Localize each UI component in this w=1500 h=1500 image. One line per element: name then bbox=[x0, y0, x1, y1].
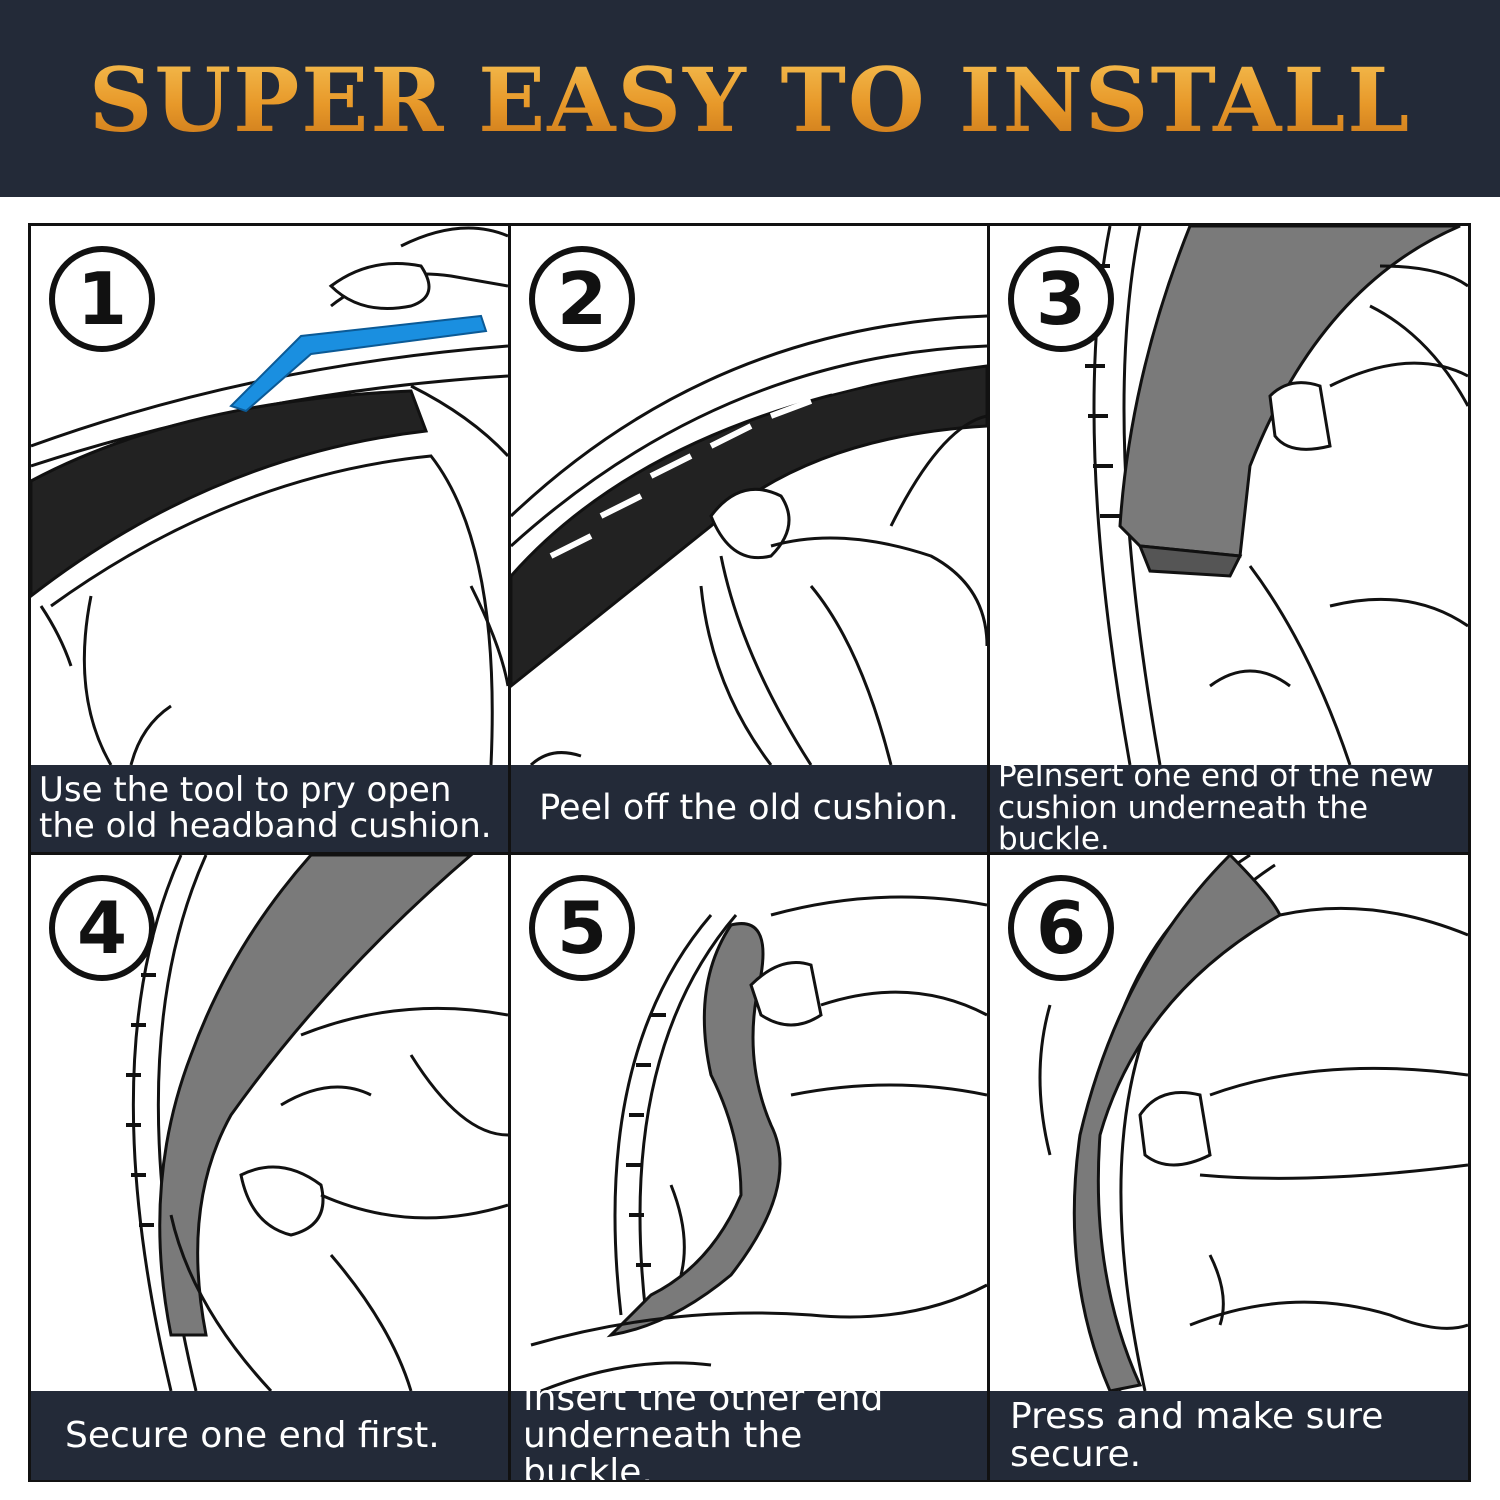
step-6-caption: Press and make sure secure. bbox=[990, 1391, 1468, 1480]
step-3-illustration bbox=[1085, 226, 1468, 765]
step-1-caption: Use the tool to pry open the old headban… bbox=[31, 765, 508, 852]
steps-grid: 1 Use the tool to pry open the old headb… bbox=[28, 223, 1471, 1482]
step-1-number-badge: 1 bbox=[49, 246, 155, 352]
step-6-number-badge: 6 bbox=[1008, 875, 1114, 981]
step-2-number-badge: 2 bbox=[529, 246, 635, 352]
header-banner: SUPER EASY TO INSTALL bbox=[0, 0, 1500, 197]
step-3-caption-text: PeInsert one end of the new cushion unde… bbox=[998, 757, 1434, 852]
step-1-caption-text: Use the tool to pry open the old headban… bbox=[39, 770, 492, 846]
step-2-panel: 2 Peel off the old cushion. bbox=[511, 226, 987, 852]
step-5-caption-text: Insert the other end underneath the buck… bbox=[523, 1377, 884, 1480]
step-5-panel: 5 Insert the other end underneath the bu… bbox=[511, 855, 987, 1480]
step-3-number-badge: 3 bbox=[1008, 246, 1114, 352]
step-5-illustration bbox=[530, 895, 987, 1391]
step-1-panel: 1 Use the tool to pry open the old headb… bbox=[31, 226, 508, 852]
step-1-illustration bbox=[31, 226, 508, 765]
step-2-illustration bbox=[511, 314, 987, 765]
step-4-panel: 4 Secure one end first. bbox=[31, 855, 508, 1480]
step-3-caption: PeInsert one end of the new cushion unde… bbox=[990, 760, 1468, 852]
step-6-illustration bbox=[1038, 855, 1468, 1391]
step-4-caption-text: Secure one end first. bbox=[65, 1414, 440, 1456]
step-2-caption-text: Peel off the old cushion. bbox=[539, 788, 959, 829]
step-4-caption: Secure one end first. bbox=[31, 1391, 508, 1480]
step-3-panel: 3 PeInsert one end of the new cushion un… bbox=[990, 226, 1468, 852]
step-5-caption: Insert the other end underneath the buck… bbox=[511, 1380, 987, 1480]
step-2-caption: Peel off the old cushion. bbox=[511, 765, 987, 852]
banner-title: SUPER EASY TO INSTALL bbox=[88, 47, 1412, 152]
step-5-number-badge: 5 bbox=[529, 875, 635, 981]
step-4-illustration bbox=[126, 855, 508, 1391]
step-6-caption-text: Press and make sure secure. bbox=[1010, 1396, 1384, 1475]
step-6-panel: 6 Press and make sure secure. bbox=[990, 855, 1468, 1480]
step-4-number-badge: 4 bbox=[49, 875, 155, 981]
